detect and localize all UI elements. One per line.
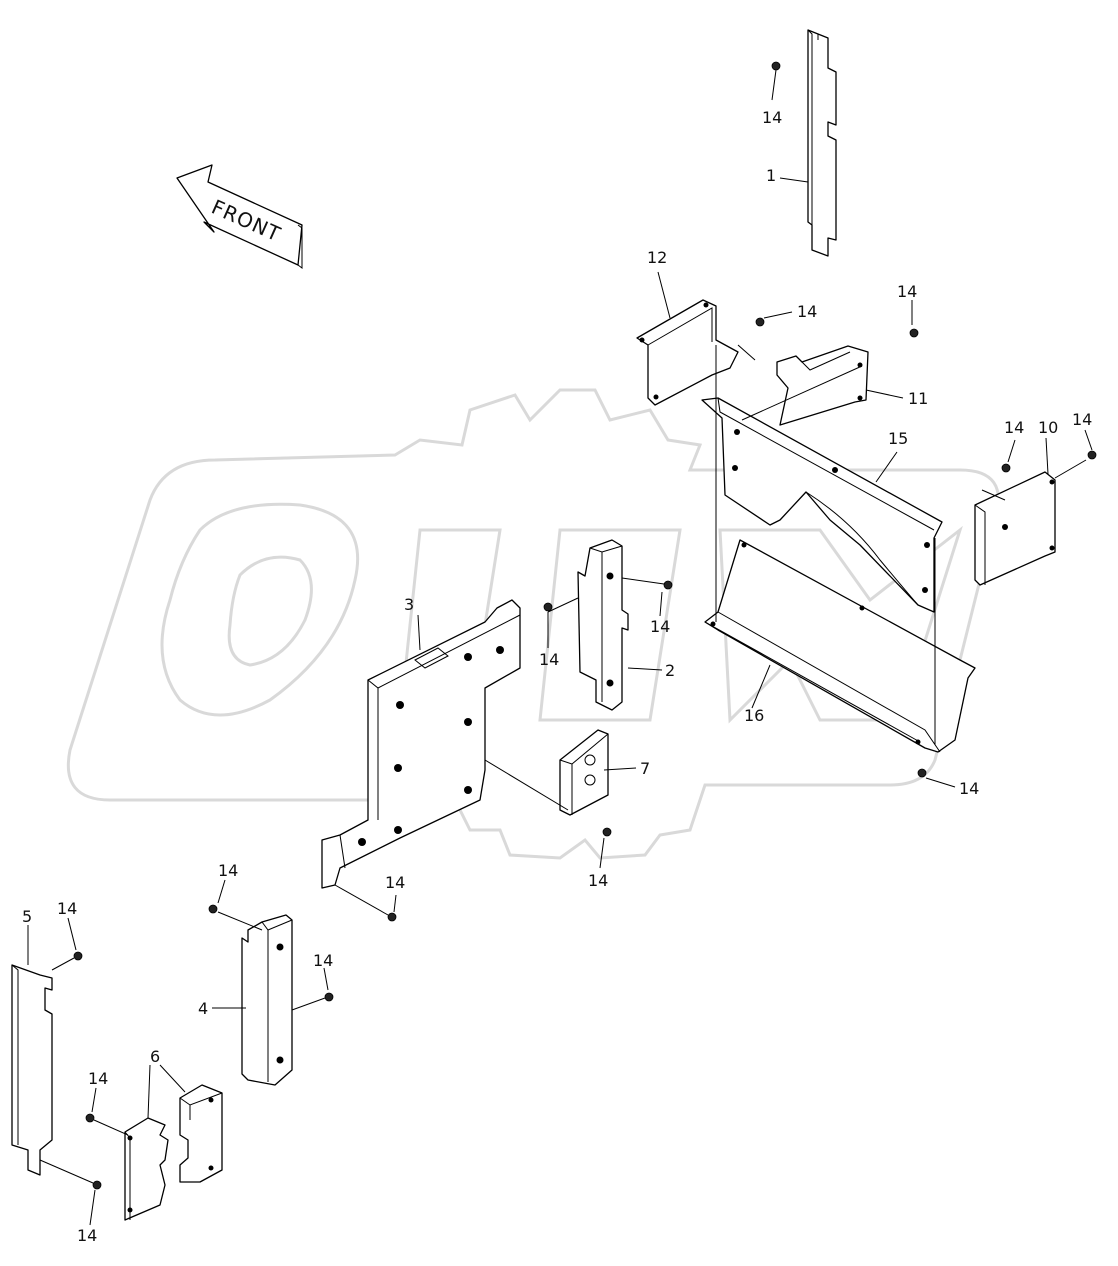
- part-10-side-plate: [974, 450, 1097, 586]
- callout-15: 15: [888, 429, 908, 448]
- part-3-floor-plate: [321, 599, 521, 922]
- callout-6: 6: [150, 1047, 160, 1066]
- callout-14: 14: [313, 951, 333, 970]
- part-4-block-bracket: [208, 904, 334, 1086]
- callout-14: 14: [1072, 410, 1092, 429]
- callout-10: 10: [1038, 418, 1058, 437]
- part-15-upper-plate: [701, 397, 943, 613]
- part-11-duct-bracket: [776, 328, 919, 426]
- callout-14: 14: [897, 282, 917, 301]
- callout-14: 14: [57, 899, 77, 918]
- callout-2: 2: [665, 661, 675, 680]
- callout-14: 14: [762, 108, 782, 127]
- callout-14: 14: [797, 302, 817, 321]
- callout-14: 14: [88, 1069, 108, 1088]
- callout-14: 14: [650, 617, 670, 636]
- callout-7: 7: [640, 759, 650, 778]
- callout-3: 3: [404, 595, 414, 614]
- callout-14: 14: [1004, 418, 1024, 437]
- callout-4: 4: [198, 999, 208, 1018]
- part-12-angle-bracket: [636, 299, 765, 406]
- callout-14: 14: [218, 861, 238, 880]
- callout-14: 14: [959, 779, 979, 798]
- part-16-lower-plate: [704, 539, 976, 778]
- part-2-block-bracket: [543, 539, 673, 711]
- callout-5: 5: [22, 907, 32, 926]
- callout-14: 14: [77, 1226, 97, 1245]
- callout-14: 14: [385, 873, 405, 892]
- callout-1: 1: [766, 166, 776, 185]
- part-1-bracket-strip: [771, 29, 837, 257]
- callout-labels: 14 1 12 14 14 11 15 14 10 14 3 14 14 2 1…: [22, 108, 1092, 1245]
- callout-14: 14: [539, 650, 559, 669]
- part-5-bracket-strip: [11, 951, 102, 1190]
- part-7-small-block: [559, 729, 612, 837]
- callout-14: 14: [588, 871, 608, 890]
- leader-lines: [27, 69, 1093, 1226]
- callout-12: 12: [647, 248, 667, 267]
- callout-16: 16: [744, 706, 764, 725]
- front-direction-arrow: FRONT: [176, 164, 303, 269]
- callout-11: 11: [908, 389, 928, 408]
- part-6-clamp-blocks: [85, 1084, 223, 1221]
- alignment-lines: [715, 344, 1087, 745]
